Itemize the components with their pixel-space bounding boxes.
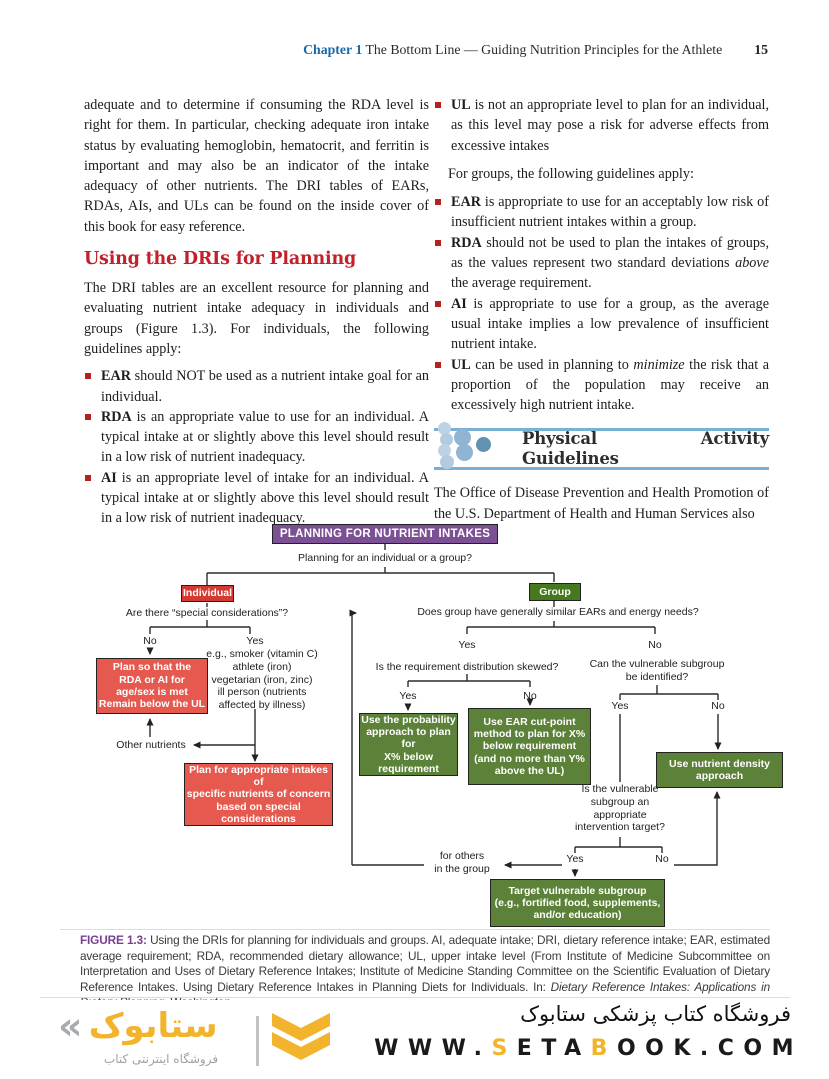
- bullet-text: can be used in planning to: [470, 356, 634, 373]
- group-guidelines-list: EAR is appropriate to use for an accepta…: [434, 192, 769, 415]
- label-no: No: [143, 635, 157, 647]
- target-vulnerable-subgroup-box: Target vulnerable subgroup (e.g., fortif…: [490, 879, 665, 927]
- bullet-italic: minimize: [633, 356, 685, 373]
- label-yes: Yes: [566, 853, 584, 865]
- individual-guidelines-list: EAR should NOT be used as a nutrient int…: [84, 366, 429, 528]
- bullet-term: EAR: [451, 194, 481, 211]
- question-similar-ears: Does group have generally similar EARs a…: [417, 606, 699, 618]
- bullet-term: UL: [451, 356, 471, 373]
- label-yes: Yes: [246, 635, 264, 647]
- label-yes: Yes: [399, 690, 417, 702]
- nutrient-density-box: Use nutrient density approach: [656, 752, 783, 788]
- footer: « ستابوک فروشگاه اینترنتی کتاب فروشگاه ک…: [0, 1000, 829, 1079]
- other-nutrients-label: Other nutrients: [116, 739, 186, 751]
- list-item: RDA is an appropriate value to use for a…: [84, 407, 429, 468]
- label-no: No: [523, 690, 537, 702]
- question-intervention-target: Is the vulnerable subgroup an appropriat…: [575, 783, 665, 834]
- section-heading: Using the DRIs for Planning: [84, 249, 357, 270]
- list-item: EAR is appropriate to use for an accepta…: [434, 192, 769, 233]
- caption-bottom-rule: [40, 997, 790, 998]
- bullet-term: UL: [451, 97, 471, 113]
- bullet-text: should NOT be used as a nutrient intake …: [101, 368, 429, 405]
- site-url: WWW.SETABOOK.COM: [374, 1036, 803, 1061]
- bullet-term: RDA: [451, 234, 482, 251]
- label-no: No: [655, 853, 669, 865]
- plan-rda-ai-box: Plan so that the RDA or AI for age/sex i…: [96, 658, 208, 714]
- flowchart-connectors: [146, 543, 722, 877]
- shield-chevron-icon: [272, 1013, 330, 1060]
- groups-intro: For groups, the following guidelines app…: [448, 165, 694, 182]
- special-considerations-examples: e.g., smoker (vitamin C) athlete (iron) …: [206, 648, 318, 712]
- bullet-square-icon: [435, 199, 441, 206]
- left-column: adequate and to determine if consuming t…: [84, 95, 429, 529]
- bullet-square-icon: [435, 239, 441, 246]
- bullet-text: is appropriate to use for an acceptably …: [451, 194, 769, 231]
- double-chevron-icon: «: [58, 1004, 83, 1048]
- bullet-text: is an appropriate value to use for an in…: [101, 408, 429, 466]
- right-column: UL is not an appropriate level to plan f…: [434, 95, 769, 524]
- label-no: No: [711, 700, 725, 712]
- intro-paragraph: adequate and to determine if consuming t…: [84, 97, 429, 235]
- bullet-square-icon: [85, 474, 91, 481]
- bullet-text: the risk that a proportion of the popula…: [451, 356, 769, 414]
- running-head: Chapter 1 The Bottom Line — Guiding Nutr…: [303, 42, 722, 58]
- label-yes: Yes: [611, 700, 629, 712]
- list-item: AI is appropriate to use for a group, as…: [434, 294, 769, 355]
- figure-top-rule: [60, 929, 770, 930]
- bullet-italic: above: [735, 255, 769, 272]
- ear-cutpoint-box: Use EAR cut-point method to plan for X% …: [468, 708, 591, 785]
- setabook-logo: « ستابوک: [58, 1004, 218, 1048]
- planning-paragraph: The DRI tables are an excellent resource…: [84, 280, 429, 357]
- list-item: RDA should not be used to plan the intak…: [434, 233, 769, 294]
- url-segment-accent: S: [491, 1036, 517, 1061]
- question-individual-or-group: Planning for an individual or a group?: [298, 552, 472, 564]
- logo-divider: [256, 1016, 259, 1066]
- url-segment: ETA: [516, 1036, 591, 1061]
- bullet-square-icon: [85, 373, 91, 380]
- bullet-square-icon: [435, 300, 441, 307]
- bullet-text: should not be used to plan the intakes o…: [451, 234, 769, 272]
- logo-wordmark: ستابوک: [88, 1006, 218, 1046]
- question-distribution-skewed: Is the requirement distribution skewed?: [375, 661, 559, 673]
- list-item: UL can be used in planning to minimize t…: [434, 355, 769, 416]
- question-vulnerable-identified: Can the vulnerable subgroup be identifie…: [589, 658, 725, 683]
- question-special-considerations: Are there “special considerations”?: [125, 607, 289, 619]
- bullet-text: the average requirement.: [451, 275, 592, 292]
- bullet-term: AI: [451, 295, 467, 312]
- page-number: 15: [754, 42, 768, 57]
- logo-subtitle: فروشگاه اینترنتی کتاب: [103, 1052, 219, 1066]
- individual-box: Individual: [181, 585, 234, 602]
- bullet-square-icon: [435, 102, 441, 108]
- label-no: No: [648, 639, 662, 651]
- page-header: Chapter 1 The Bottom Line — Guiding Nutr…: [84, 42, 768, 58]
- running-head-title: The Bottom Line — Guiding Nutrition Prin…: [365, 42, 723, 57]
- figure-caption-text: Using the DRIs for planning for individu…: [80, 933, 770, 994]
- probability-approach-box: Use the probability approach to plan for…: [359, 713, 458, 776]
- physical-activity-banner: Physical Activity Guidelines: [434, 422, 769, 471]
- url-segment-accent: B: [590, 1036, 617, 1061]
- group-box: Group: [529, 583, 581, 601]
- bullet-square-icon: [85, 413, 91, 420]
- label-yes: Yes: [458, 639, 476, 651]
- list-item: UL is not an appropriate level to plan f…: [434, 95, 769, 156]
- individual-guidelines-continued: UL is not an appropriate level to plan f…: [434, 95, 769, 156]
- bullet-term: EAR: [101, 368, 131, 385]
- store-name: فروشگاه کتاب پزشکی ستابوک: [520, 1002, 791, 1026]
- list-item: AI is an appropriate level of intake for…: [84, 468, 429, 529]
- bullet-text: is an appropriate level of intake for an…: [101, 469, 429, 527]
- bullet-text: is appropriate to use for a group, as th…: [451, 295, 769, 353]
- bullet-term: RDA: [101, 408, 132, 425]
- pa-paragraph: The Office of Disease Prevention and Hea…: [434, 485, 769, 522]
- bullet-square-icon: [435, 361, 441, 368]
- figure-caption-label: FIGURE 1.3:: [80, 933, 147, 947]
- list-item: EAR should NOT be used as a nutrient int…: [84, 366, 429, 407]
- plan-specific-nutrients-box: Plan for appropriate intakes of specific…: [184, 763, 333, 826]
- bullet-text: is not an appropriate level to plan for …: [451, 97, 769, 154]
- url-segment: WWW.: [374, 1036, 492, 1061]
- for-others-label: for others in the group: [434, 850, 490, 875]
- banner-title: Physical Activity Guidelines: [522, 429, 769, 469]
- chapter-label: Chapter 1: [303, 42, 363, 57]
- url-segment: OOK.COM: [616, 1036, 803, 1061]
- bullet-term: AI: [101, 469, 117, 486]
